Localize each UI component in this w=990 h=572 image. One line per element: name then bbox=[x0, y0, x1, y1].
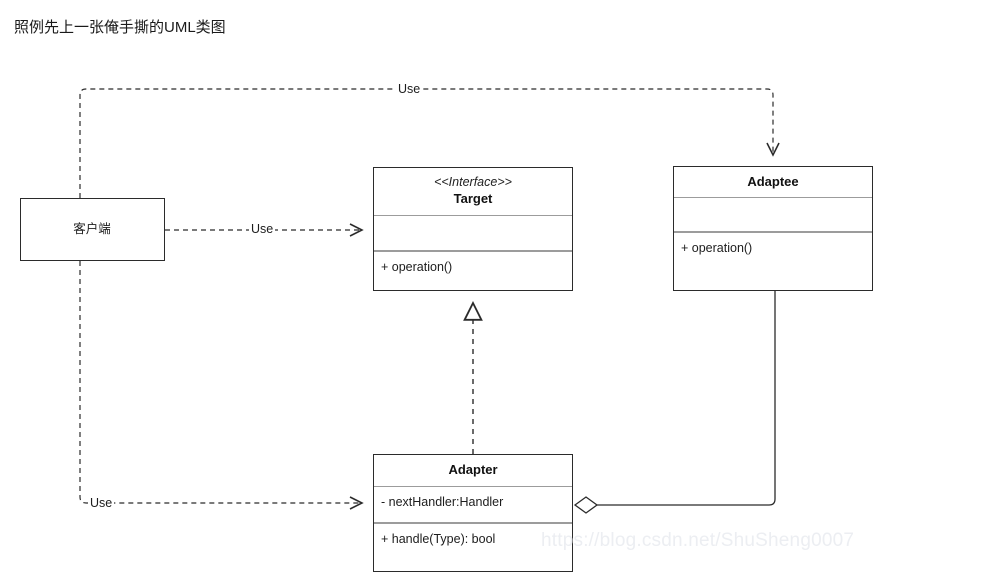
class-divider bbox=[674, 197, 872, 199]
class-attributes-target bbox=[374, 216, 572, 250]
edge-label-client-uses-target: Use bbox=[249, 222, 276, 236]
csdn-watermark: https://blog.csdn.net/ShuSheng0007 bbox=[541, 530, 855, 551]
operation-item: + operation() bbox=[381, 259, 453, 274]
operation-item: + operation() bbox=[681, 240, 753, 255]
aggregation-diamond bbox=[573, 496, 599, 514]
class-divider bbox=[374, 215, 572, 217]
class-name-adaptee: Adaptee bbox=[747, 174, 799, 189]
class-name-adapter: Adapter bbox=[448, 462, 498, 477]
class-attributes-adapter: - nextHandler:Handler bbox=[374, 487, 572, 522]
class-name-target: Target bbox=[453, 191, 493, 206]
page-title: 照例先上一张俺手撕的UML类图 bbox=[14, 19, 226, 36]
class-operations-target: + operation() bbox=[374, 252, 572, 292]
edge-label-client-uses-adaptee: Use bbox=[396, 82, 423, 96]
attribute-item: - nextHandler:Handler bbox=[381, 495, 504, 510]
class-box-adapter[interactable]: Adapter - nextHandler:Handler + handle(T… bbox=[373, 454, 573, 572]
class-box-client[interactable]: 客户端 bbox=[20, 198, 165, 261]
class-box-adaptee[interactable]: Adaptee + operation() bbox=[673, 166, 873, 291]
edge-client-uses-adapter bbox=[79, 261, 364, 510]
class-operations-adapter: + handle(Type): bool bbox=[374, 524, 572, 572]
class-divider bbox=[674, 231, 872, 233]
class-divider bbox=[374, 250, 572, 252]
class-name-label: 客户端 bbox=[73, 222, 111, 236]
class-operations-adaptee: + operation() bbox=[674, 233, 872, 291]
class-attributes-adaptee bbox=[674, 198, 872, 231]
operation-item: + handle(Type): bool bbox=[381, 531, 496, 546]
class-name-client: 客户端 bbox=[21, 199, 164, 260]
class-divider bbox=[374, 522, 572, 524]
class-header-target: <<Interface>> Target bbox=[374, 168, 572, 215]
class-box-target[interactable]: <<Interface>> Target + operation() bbox=[373, 167, 573, 291]
class-stereotype-target: <<Interface>> bbox=[434, 175, 512, 189]
class-header-adaptee: Adaptee bbox=[674, 167, 872, 197]
class-divider bbox=[374, 486, 572, 488]
edge-adapter-aggregates-adaptee bbox=[573, 291, 776, 514]
edge-label-client-uses-adapter: Use bbox=[88, 496, 115, 510]
class-header-adapter: Adapter bbox=[374, 455, 572, 486]
